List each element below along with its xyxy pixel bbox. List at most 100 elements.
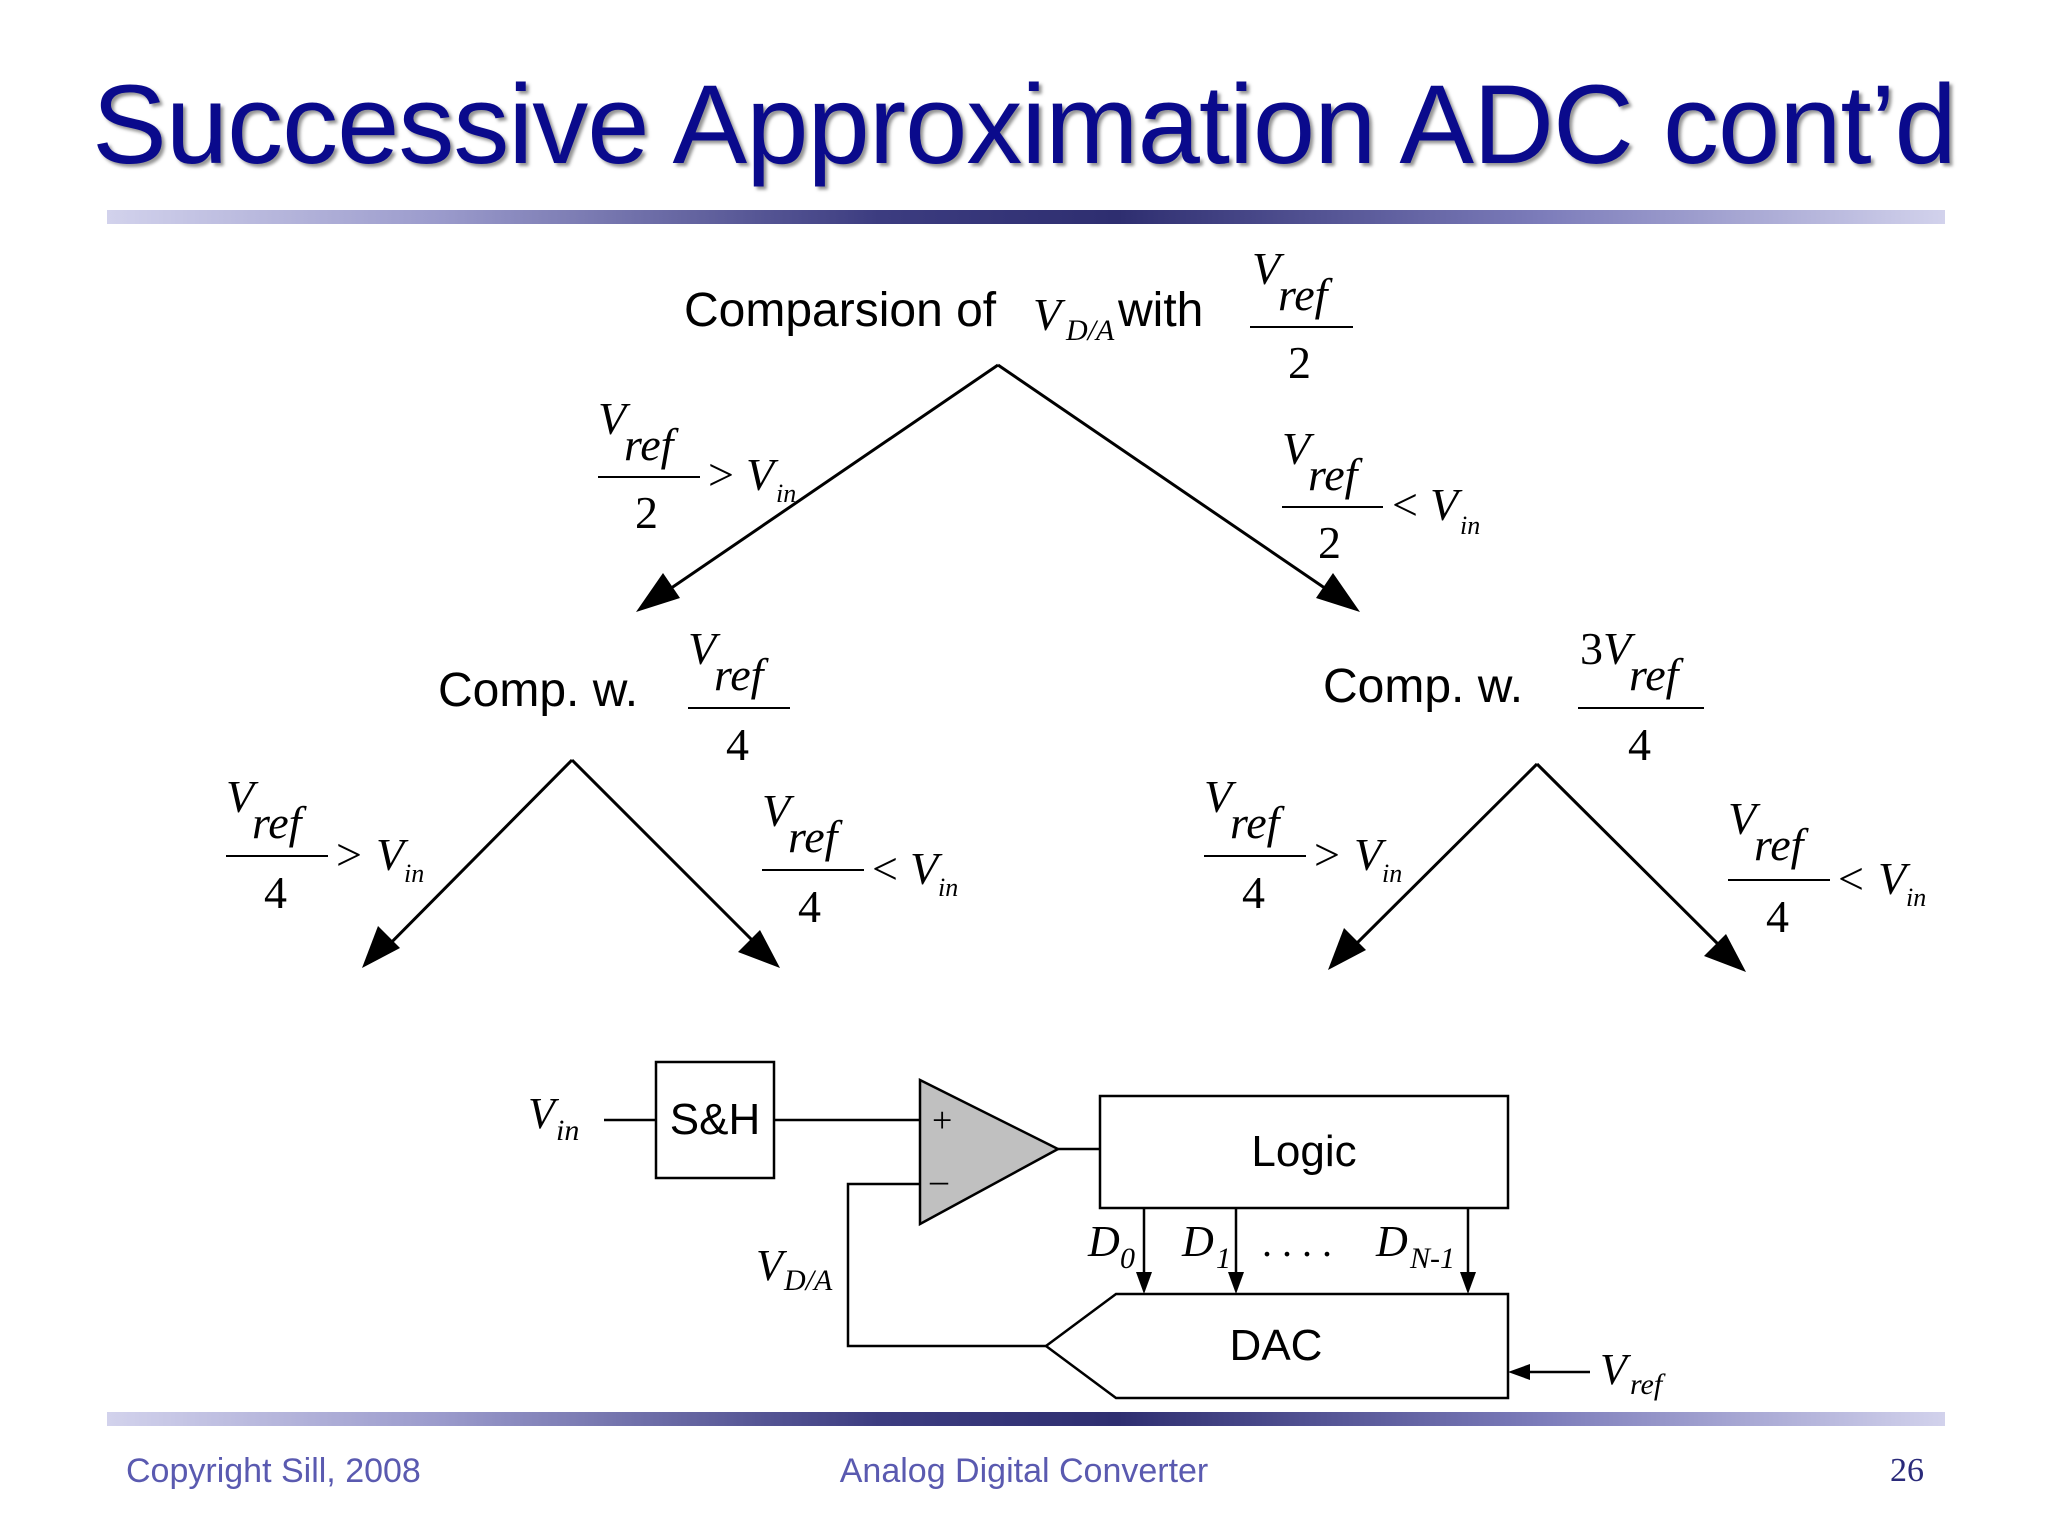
tree-rr-arrowhead xyxy=(1704,934,1746,972)
tree-branch-right-line xyxy=(997,363,1355,610)
tree-ll-line xyxy=(372,758,574,962)
vin-label: V xyxy=(528,1089,560,1138)
lr-condition: V ref 4 < V in xyxy=(762,785,958,932)
root-v-sub: D/A xyxy=(1065,314,1115,347)
root-with: with xyxy=(1117,284,1203,337)
d0-sub: 0 xyxy=(1120,1242,1135,1275)
svg-text:in: in xyxy=(776,479,796,508)
branch-right-condition: V ref 2 < V in xyxy=(1282,423,1480,568)
tree-ll-arrowhead xyxy=(362,926,400,968)
d-dots: . . . . xyxy=(1262,1220,1332,1265)
svg-text:V: V xyxy=(746,449,779,500)
svg-text:V: V xyxy=(376,829,409,880)
svg-text:in: in xyxy=(1460,511,1480,540)
svg-text:4: 4 xyxy=(1766,891,1789,942)
root-frac-v: V xyxy=(1252,243,1285,294)
svg-text:V: V xyxy=(1878,853,1911,904)
logic-label: Logic xyxy=(1251,1127,1356,1176)
svg-text:V: V xyxy=(688,623,721,674)
tree-right-node: Comp. w. 3 V ref 4 xyxy=(1323,623,1704,770)
svg-text:>: > xyxy=(708,449,734,500)
tree-branch-left-arrowhead xyxy=(636,573,680,612)
svg-text:4: 4 xyxy=(1242,867,1265,918)
svg-text:V: V xyxy=(1430,479,1463,530)
feedback-wire xyxy=(846,1182,1046,1348)
svg-text:in: in xyxy=(404,859,424,888)
svg-text:<: < xyxy=(1392,479,1418,530)
sample-hold-block xyxy=(654,1060,776,1180)
tree-rr-line xyxy=(1535,762,1738,964)
svg-text:V: V xyxy=(910,843,943,894)
vin-sub: in xyxy=(556,1114,579,1147)
d1-label: D xyxy=(1181,1217,1214,1266)
dn-label: D xyxy=(1375,1217,1408,1266)
svg-text:4: 4 xyxy=(264,867,287,918)
svg-text:ref: ref xyxy=(1754,819,1810,870)
sh-label: S&H xyxy=(670,1095,760,1144)
svg-text:in: in xyxy=(938,873,958,902)
svg-text:>: > xyxy=(336,829,362,880)
svg-text:V: V xyxy=(1282,423,1315,474)
page-number: 26 xyxy=(1890,1452,1924,1489)
rr-condition: V ref 4 < V in xyxy=(1728,793,1926,942)
dac-label: DAC xyxy=(1230,1321,1323,1370)
dn-arrowhead xyxy=(1460,1272,1476,1294)
title-divider xyxy=(107,210,1945,224)
svg-text:ref: ref xyxy=(1308,449,1364,500)
tree-lr-line xyxy=(570,758,774,962)
comparator-minus: – xyxy=(929,1160,949,1200)
svg-text:Comp. w.: Comp. w. xyxy=(1323,660,1523,713)
footer-title: Analog Digital Converter xyxy=(839,1452,1209,1490)
svg-text:ref: ref xyxy=(252,797,308,848)
root-v: V xyxy=(1033,289,1066,340)
d1-arrowhead xyxy=(1228,1272,1244,1294)
svg-text:4: 4 xyxy=(726,719,749,770)
svg-text:Comp. w.: Comp. w. xyxy=(438,664,638,717)
tree-rl-arrowhead xyxy=(1328,928,1366,970)
dn-sub: N-1 xyxy=(1409,1242,1455,1275)
svg-text:V: V xyxy=(1204,771,1237,822)
root-frac-sub: ref xyxy=(1278,269,1334,320)
d0-label: D xyxy=(1087,1217,1120,1266)
svg-text:4: 4 xyxy=(1628,719,1651,770)
d1-sub: 1 xyxy=(1216,1242,1231,1275)
svg-text:in: in xyxy=(1906,883,1926,912)
ll-condition: V ref 4 > V in xyxy=(226,771,424,918)
svg-text:ref: ref xyxy=(714,649,770,700)
svg-text:V: V xyxy=(1354,829,1387,880)
vref-sub: ref xyxy=(1630,1368,1666,1401)
svg-text:>: > xyxy=(1314,829,1340,880)
svg-text:<: < xyxy=(1838,853,1864,904)
tree-lr-arrowhead xyxy=(738,930,780,968)
logic-block xyxy=(1098,1094,1510,1210)
svg-text:3: 3 xyxy=(1580,623,1603,674)
d0-arrowhead xyxy=(1136,1272,1152,1294)
svg-text:ref: ref xyxy=(1230,797,1286,848)
root-frac-den: 2 xyxy=(1288,337,1311,388)
dac-block xyxy=(1043,1292,1510,1400)
tree-rl-line xyxy=(1336,762,1539,964)
svg-text:in: in xyxy=(1382,859,1402,888)
svg-text:V: V xyxy=(1603,623,1636,674)
vref-label: V xyxy=(1600,1345,1632,1394)
vda-label: V xyxy=(756,1241,788,1290)
svg-text:V: V xyxy=(226,771,259,822)
comparator-plus: + xyxy=(932,1100,952,1140)
svg-text:ref: ref xyxy=(1629,649,1685,700)
footer-copyright: Copyright Sill, 2008 xyxy=(126,1452,421,1490)
svg-text:ref: ref xyxy=(788,811,844,862)
svg-text:4: 4 xyxy=(798,881,821,932)
footer-divider xyxy=(107,1412,1945,1426)
root-label: Comparsion of xyxy=(684,284,997,337)
tree-branch-right-arrowhead xyxy=(1316,573,1360,612)
svg-text:2: 2 xyxy=(1318,517,1341,568)
svg-text:2: 2 xyxy=(635,487,658,538)
vda-sub: D/A xyxy=(783,1264,833,1297)
svg-text:V: V xyxy=(598,393,631,444)
svg-text:V: V xyxy=(1728,793,1761,844)
svg-text:<: < xyxy=(872,843,898,894)
slide-title: Successive Approximation ADC cont’d xyxy=(92,62,1957,187)
tree-root-node: Comparsion of V D/A with V ref 2 xyxy=(684,243,1353,388)
branch-left-condition: V ref 2 > V in xyxy=(598,393,796,538)
